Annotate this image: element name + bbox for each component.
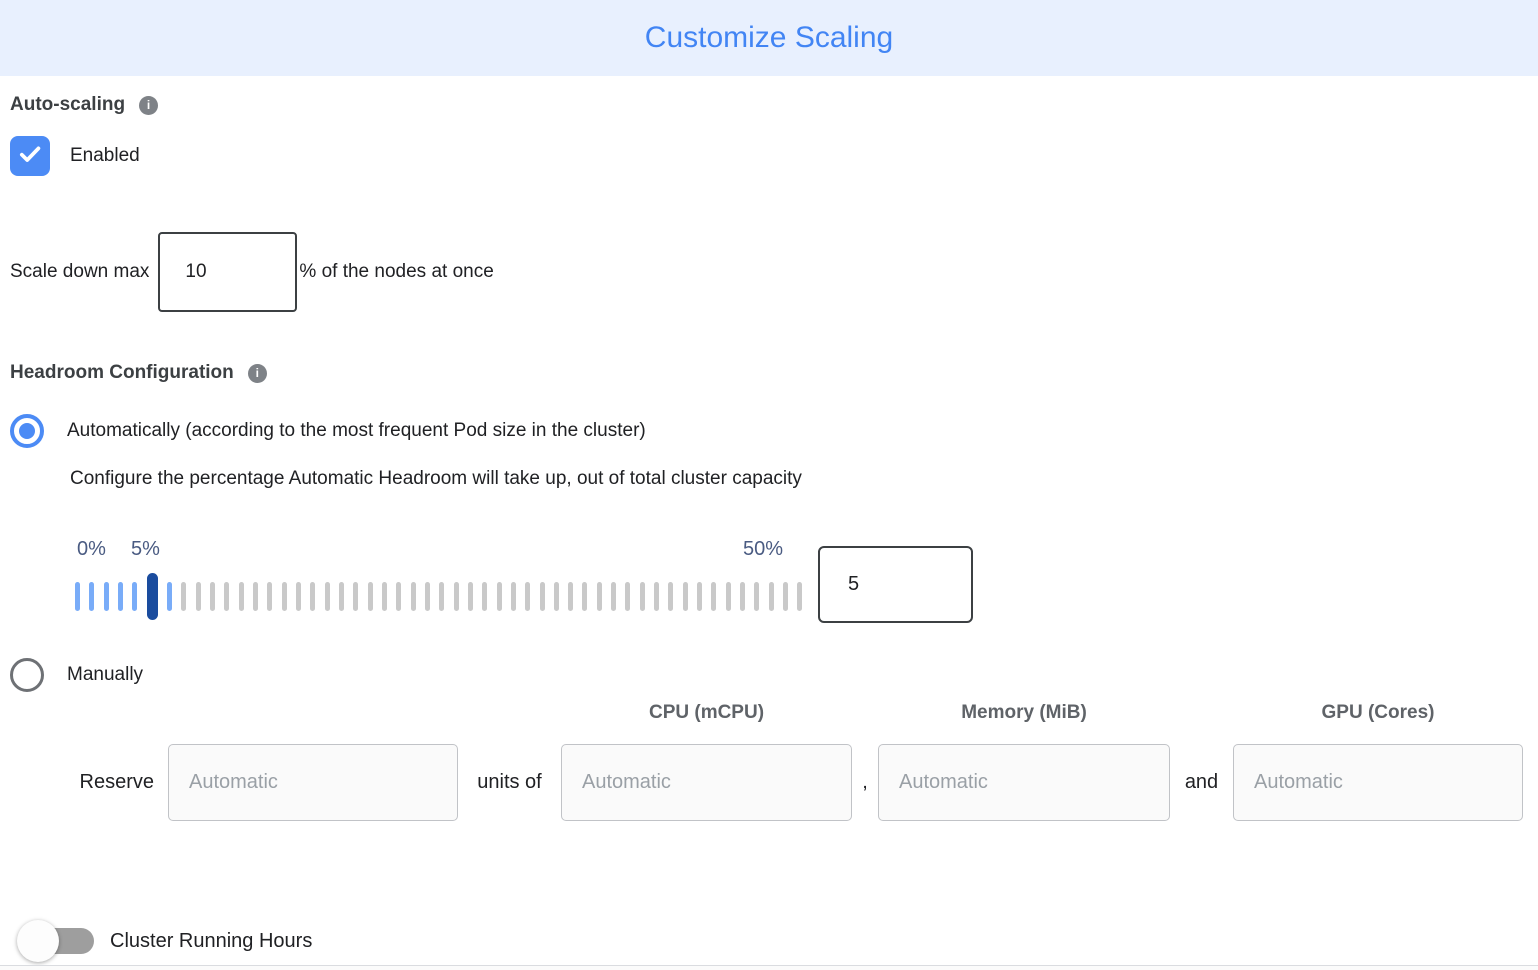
slider-tick (625, 581, 631, 611)
slider-tick (568, 581, 574, 611)
slider-tick (353, 581, 359, 611)
slider-tick (725, 581, 731, 611)
dialog-body: Auto-scaling i Enabled Scale down max % … (0, 94, 1538, 963)
slider-tick (381, 581, 387, 611)
gpu-input[interactable] (1233, 744, 1523, 821)
slider-tick (596, 581, 602, 611)
slider-tick (295, 581, 301, 611)
slider-tick (238, 581, 244, 611)
slider-tick (768, 581, 774, 611)
enabled-checkbox-label: Enabled (70, 145, 140, 166)
slider-tick (410, 581, 416, 611)
slider-min-label: 0% (77, 538, 106, 560)
slider-tick (103, 581, 109, 611)
slider-tick (496, 581, 502, 611)
slider-tick (668, 581, 674, 611)
slider-tick (367, 581, 373, 611)
slider-tick (611, 581, 617, 611)
reserve-label: Reserve (79, 771, 154, 793)
scale-down-max-input[interactable] (158, 232, 298, 312)
slider-tick (525, 581, 531, 611)
slider-tick (783, 581, 789, 611)
gpu-column-header: GPU (Cores) (1321, 702, 1435, 723)
headroom-section-header: Headroom Configuration i (10, 362, 1538, 384)
slider-tick (396, 581, 402, 611)
slider-tick (697, 581, 703, 611)
auto-scaling-section-header: Auto-scaling i (10, 94, 1538, 116)
slider-tick (117, 581, 123, 611)
slider-tick (682, 581, 688, 611)
slider-tick (654, 581, 660, 611)
slider-tick (539, 581, 545, 611)
slider-tick (267, 581, 273, 611)
automatic-radio[interactable] (10, 414, 44, 448)
enabled-checkbox[interactable] (10, 136, 50, 176)
slider-tick (89, 581, 95, 611)
slider-tick (797, 581, 803, 611)
cpu-column-header: CPU (mCPU) (648, 702, 765, 723)
manual-headroom-form: CPU (mCPU) Memory (MiB) GPU (Cores) Rese… (10, 702, 1538, 821)
slider-handle[interactable] (146, 572, 158, 620)
headroom-automatic-row: Automatically (according to the most fre… (10, 414, 1538, 448)
auto-scaling-label: Auto-scaling (10, 94, 126, 115)
manually-radio-label: Manually (67, 664, 144, 685)
automatic-radio-label: Automatically (according to the most fre… (67, 420, 646, 441)
slider-tick (181, 581, 187, 611)
slider-tick (467, 581, 473, 611)
bottom-divider (0, 965, 1538, 970)
slider-tick (453, 581, 459, 611)
slider-tick (166, 581, 172, 611)
headroom-slider[interactable] (75, 570, 803, 622)
slider-tick (224, 581, 230, 611)
slider-tick (338, 581, 344, 611)
slider-tick (754, 581, 760, 611)
cpu-input[interactable] (561, 744, 852, 821)
cluster-running-hours-label: Cluster Running Hours (110, 929, 313, 952)
memory-input[interactable] (878, 744, 1170, 821)
slider-tick (209, 581, 215, 611)
cluster-running-hours-row: Cluster Running Hours (10, 919, 1538, 963)
slider-tick (424, 581, 430, 611)
slider-tick (195, 581, 201, 611)
reserve-units-input[interactable] (168, 744, 458, 821)
slider-tick (252, 581, 258, 611)
radio-dot (19, 423, 35, 439)
info-icon[interactable]: i (139, 95, 159, 115)
slider-tick (510, 581, 516, 611)
slider-tick (482, 581, 488, 611)
dialog-header: Customize Scaling (0, 0, 1538, 76)
cluster-running-hours-toggle[interactable] (10, 919, 98, 963)
slider-tick (711, 581, 717, 611)
toggle-thumb[interactable] (17, 920, 59, 962)
scale-down-prefix-label: Scale down max (10, 261, 150, 282)
slider-tick (132, 581, 138, 611)
auto-scaling-enabled-row: Enabled (10, 136, 1538, 176)
slider-tick (75, 581, 80, 611)
and-label: and (1184, 771, 1219, 793)
comma-label: , (862, 771, 868, 793)
slider-tick (324, 581, 330, 611)
memory-column-header: Memory (MiB) (961, 702, 1087, 723)
slider-current-label: 5% (131, 538, 160, 560)
headroom-slider-block: 0% 5% 50% (75, 538, 1538, 624)
checkmark-icon (16, 140, 44, 173)
slider-max-label: 50% (743, 538, 784, 560)
scale-down-row: Scale down max % of the nodes at once (10, 232, 1538, 312)
headroom-configuration-label: Headroom Configuration (10, 362, 234, 383)
slider-tick (310, 581, 316, 611)
headroom-percentage-input[interactable] (818, 546, 973, 623)
info-icon[interactable]: i (247, 363, 267, 383)
headroom-manual-row: Manually (10, 658, 1538, 692)
manually-radio[interactable] (10, 658, 44, 692)
headroom-percentage-description: Configure the percentage Automatic Headr… (70, 468, 802, 489)
slider-tick (740, 581, 746, 611)
slider-tick (582, 581, 588, 611)
slider-tick (281, 581, 287, 611)
scale-down-suffix-label: % of the nodes at once (299, 261, 494, 282)
slider-tick (439, 581, 445, 611)
page-title: Customize Scaling (644, 21, 894, 54)
units-of-label: units of (477, 771, 542, 793)
slider-tick (553, 581, 559, 611)
slider-tick (639, 581, 645, 611)
